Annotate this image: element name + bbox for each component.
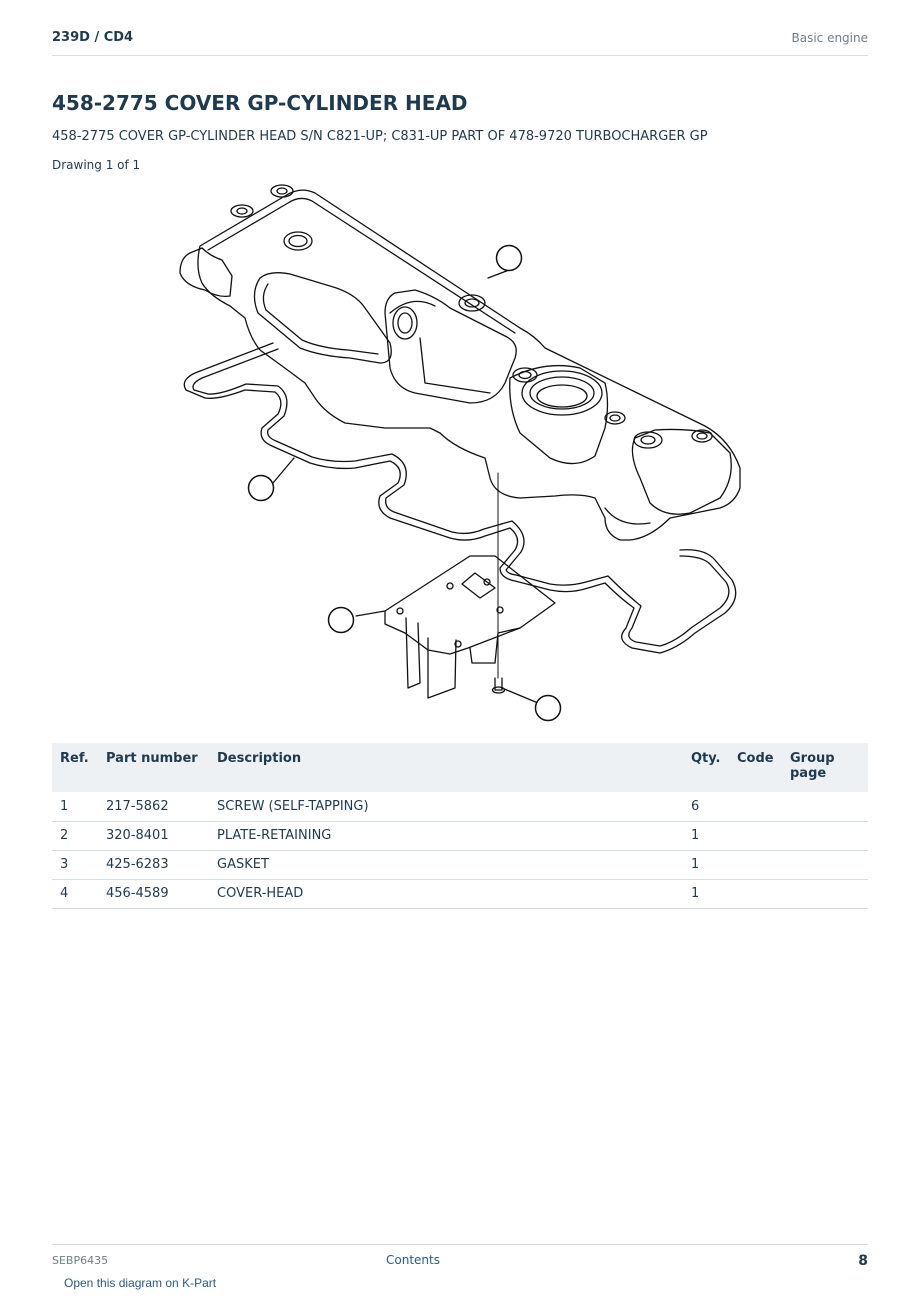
col-header-ref: Ref.: [52, 743, 98, 792]
table-header-row: Ref. Part number Description Qty. Code G…: [52, 743, 868, 792]
parts-table: Ref. Part number Description Qty. Code G…: [52, 743, 868, 909]
page-number: 8: [858, 1253, 868, 1269]
cell-code: [729, 850, 782, 880]
cell-part-number: 320-8401: [98, 821, 209, 851]
cell-group-page: [782, 850, 868, 880]
document-id: SEBP6435: [52, 1254, 109, 1267]
cell-group-page: [782, 879, 868, 909]
cell-code: [729, 879, 782, 909]
drawing-label: Drawing 1 of 1: [52, 158, 141, 172]
callout-circle: [247, 474, 275, 502]
cell-part-number: 217-5862: [98, 792, 209, 822]
section-name: Basic engine: [791, 31, 868, 45]
cell-qty: 6: [683, 792, 729, 822]
col-header-group-page: Group page: [782, 743, 868, 792]
callout-circle: [327, 606, 355, 634]
callout-circle: [534, 694, 562, 722]
gasket-outline: [183, 342, 737, 654]
page-header: 239D / CD4 Basic engine: [52, 28, 868, 56]
col-header-part-number: Part number: [98, 743, 209, 792]
contents-link[interactable]: Contents: [386, 1253, 440, 1267]
cell-group-page: [782, 821, 868, 851]
cell-code: [729, 821, 782, 851]
cell-ref: 4: [52, 879, 98, 909]
parts-diagram: [179, 184, 741, 722]
page-subtitle: 458-2775 COVER GP-CYLINDER HEAD S/N C821…: [52, 129, 708, 144]
cell-qty: 1: [683, 850, 729, 880]
col-header-code: Code: [729, 743, 782, 792]
col-header-qty: Qty.: [683, 743, 729, 792]
cell-code: [729, 792, 782, 822]
callout-circle: [495, 244, 523, 272]
retaining-plate-outline: [384, 555, 556, 655]
cell-ref: 3: [52, 850, 98, 880]
table-row: 2 320-8401 PLATE-RETAINING 1: [52, 821, 868, 851]
cell-qty: 1: [683, 879, 729, 909]
col-header-description: Description: [209, 743, 683, 792]
cell-description: PLATE-RETAINING: [209, 821, 683, 851]
page-footer: SEBP6435 Contents 8: [52, 1244, 868, 1274]
table-row: 1 217-5862 SCREW (SELF-TAPPING) 6: [52, 792, 868, 822]
table-row: 4 456-4589 COVER-HEAD 1: [52, 879, 868, 909]
cell-ref: 2: [52, 821, 98, 851]
col-header-qty-label: Qty.: [691, 751, 721, 766]
cell-description: COVER-HEAD: [209, 879, 683, 909]
cell-part-number: 425-6283: [98, 850, 209, 880]
cell-part-number: 456-4589: [98, 879, 209, 909]
model-breadcrumb: 239D / CD4: [52, 30, 134, 45]
cell-description: GASKET: [209, 850, 683, 880]
page-title: 458-2775 COVER GP-CYLINDER HEAD: [52, 91, 468, 115]
cell-qty: 1: [683, 821, 729, 851]
table-row: 3 425-6283 GASKET 1: [52, 850, 868, 880]
cell-description: SCREW (SELF-TAPPING): [209, 792, 683, 822]
cell-ref: 1: [52, 792, 98, 822]
open-in-kpart-link[interactable]: Open this diagram on K-Part: [64, 1276, 217, 1290]
screw-outline: [494, 677, 503, 691]
cover-outline: [197, 189, 741, 541]
cell-group-page: [782, 792, 868, 822]
